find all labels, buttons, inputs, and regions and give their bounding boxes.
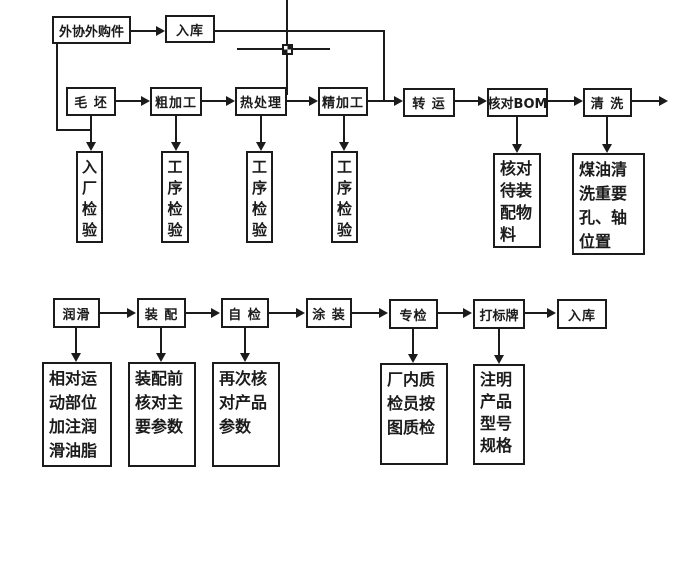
arrowhead-down-icon — [256, 142, 266, 151]
arrowhead-right-icon — [478, 96, 487, 106]
arrowhead-right-icon — [463, 308, 472, 318]
arrowhead-right-icon — [379, 308, 388, 318]
arrowhead-right-icon — [547, 308, 556, 318]
note-pre-assembly-check: 装配前 核对主 要参数 — [128, 362, 196, 467]
step-assembly: 装 配 — [137, 298, 186, 328]
connector-line — [525, 312, 547, 314]
step-warehouse-in-final: 入库 — [557, 299, 607, 329]
connector-line — [632, 100, 659, 102]
step-outsourced-parts: 外协外购件 — [52, 16, 131, 44]
step-marking: 打标牌 — [473, 299, 525, 329]
arrowhead-right-icon — [659, 96, 668, 106]
arrowhead-down-icon — [408, 354, 418, 363]
step-check-bom: 核对BOM — [487, 88, 548, 117]
note-process-inspection-3: 工 序 检 验 — [331, 151, 358, 243]
step-heat-treatment: 热处理 — [235, 87, 287, 116]
connector-line — [269, 312, 296, 314]
step-transfer: 转 运 — [403, 88, 455, 117]
note-kerosene-cleaning: 煤油清 洗重要 孔、轴 位置 — [572, 153, 645, 255]
connector-line — [606, 117, 608, 144]
connector-line — [368, 100, 394, 102]
connector-line — [455, 100, 478, 102]
connector-line — [438, 312, 463, 314]
arrowhead-down-icon — [494, 355, 504, 364]
connector-line — [343, 116, 345, 142]
note-recheck-parameters: 再次核 对产品 参数 — [212, 362, 280, 467]
arrowhead-right-icon — [211, 308, 220, 318]
step-rough-machining: 粗加工 — [150, 87, 202, 116]
arrowhead-right-icon — [141, 96, 150, 106]
arrowhead-right-icon — [156, 26, 165, 36]
connector-line — [56, 44, 58, 131]
note-incoming-inspection: 入 厂 检 验 — [76, 151, 103, 243]
connector-line — [75, 328, 77, 353]
arrowhead-down-icon — [512, 144, 522, 153]
note-factory-qc: 厂内质 检员按 图质检 — [380, 363, 448, 465]
arrowhead-down-icon — [240, 353, 250, 362]
connector-line — [90, 116, 92, 142]
connector-line — [516, 117, 518, 144]
connector-line — [383, 30, 385, 102]
step-cleaning: 清 洗 — [583, 88, 632, 117]
step-painting: 涂 装 — [306, 298, 352, 328]
arrowhead-right-icon — [296, 308, 305, 318]
note-process-inspection-2: 工 序 检 验 — [246, 151, 273, 243]
step-blank: 毛 坯 — [66, 87, 116, 116]
connector-line — [160, 328, 162, 353]
connector-line — [244, 328, 246, 353]
note-process-inspection-1: 工 序 检 验 — [161, 151, 189, 243]
connector-line — [175, 116, 177, 142]
note-check-assembly-materials: 核对 待装 配物 料 — [493, 153, 541, 248]
connector-line — [56, 129, 91, 131]
step-warehouse-in: 入库 — [165, 15, 215, 43]
arrowhead-down-icon — [339, 142, 349, 151]
connector-line — [131, 30, 157, 32]
step-self-check: 自 检 — [221, 298, 269, 328]
crosshair-pickbox-icon — [282, 44, 293, 55]
step-special-inspection: 专检 — [389, 299, 438, 329]
connector-line — [202, 100, 226, 102]
arrowhead-right-icon — [574, 96, 583, 106]
note-lubrication: 相对运 动部位 加注润 滑油脂 — [42, 362, 112, 467]
step-lubrication: 润滑 — [53, 298, 100, 328]
arrowhead-right-icon — [226, 96, 235, 106]
arrowhead-down-icon — [86, 142, 96, 151]
arrowhead-right-icon — [127, 308, 136, 318]
connector-line — [100, 312, 127, 314]
connector-line — [498, 329, 500, 355]
note-model-spec: 注明 产品 型号 规格 — [473, 364, 525, 465]
step-finish-machining: 精加工 — [318, 87, 368, 116]
connector-line — [412, 329, 414, 354]
connector-line — [116, 100, 141, 102]
connector-line — [260, 116, 262, 142]
arrowhead-right-icon — [394, 96, 403, 106]
arrowhead-down-icon — [602, 144, 612, 153]
connector-line — [287, 100, 309, 102]
connector-line — [215, 30, 385, 32]
connector-line — [186, 312, 211, 314]
arrowhead-down-icon — [171, 142, 181, 151]
arrowhead-down-icon — [71, 353, 81, 362]
connector-line — [352, 312, 379, 314]
arrowhead-down-icon — [156, 353, 166, 362]
arrowhead-right-icon — [309, 96, 318, 106]
connector-line — [548, 100, 574, 102]
